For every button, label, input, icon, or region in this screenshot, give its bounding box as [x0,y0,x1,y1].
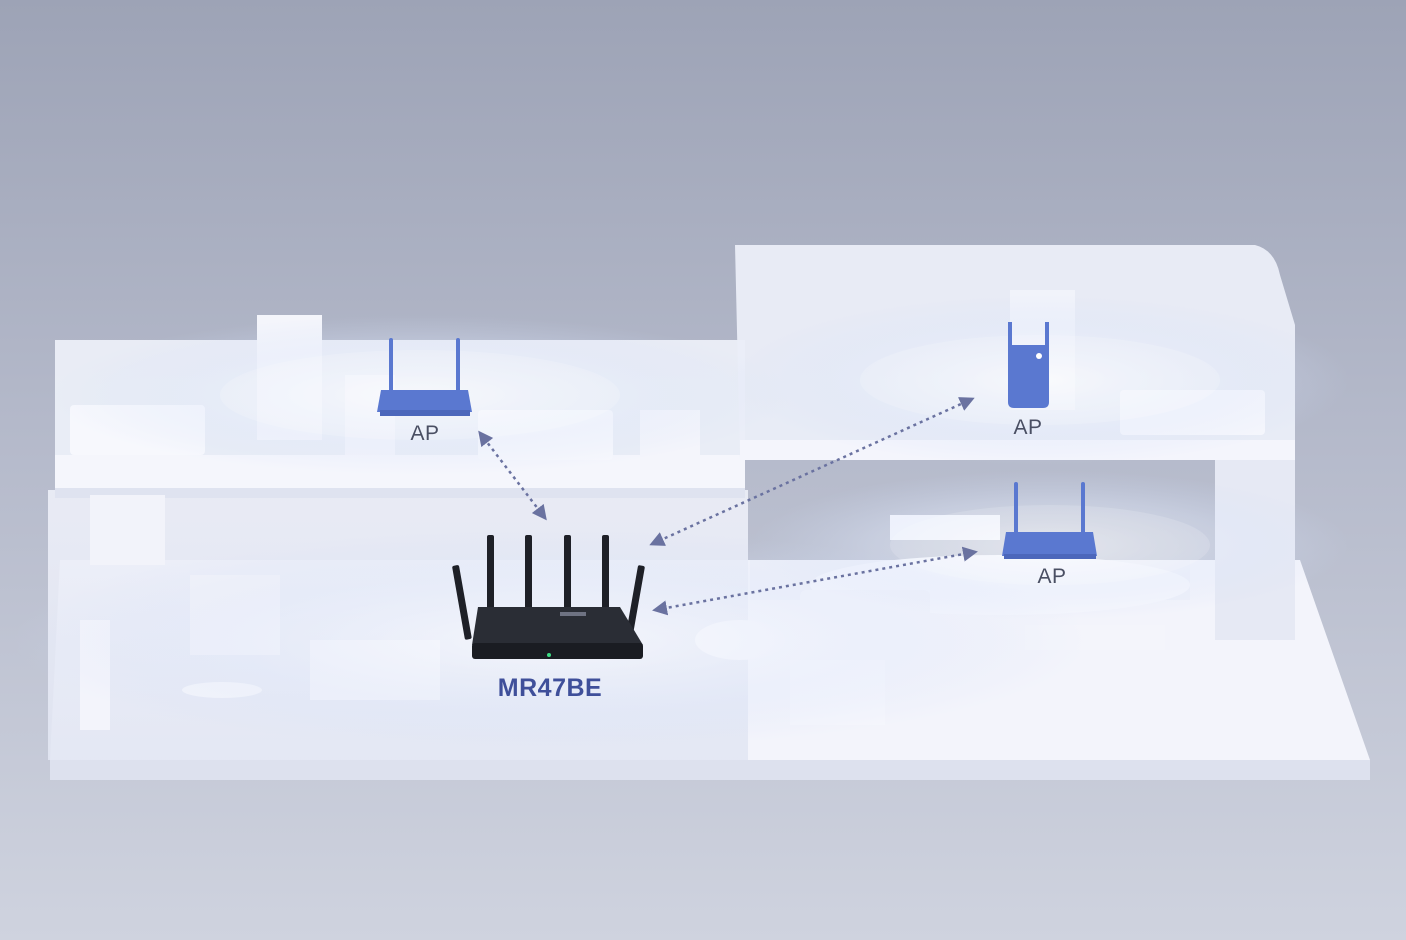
range-extender-icon [1008,322,1049,408]
ap-label-3: AP [1037,565,1067,588]
ap-router-icon-1 [377,338,472,416]
ap-label-2: AP [1013,416,1043,439]
link-router-to-ap2 [649,397,975,546]
main-router-label: MR47BE [497,674,603,702]
main-router-icon [452,535,645,659]
link-router-to-ap3 [652,546,978,616]
network-links [478,397,978,616]
ap-label-1: AP [410,422,440,445]
ap-router-icon-3 [1002,482,1097,559]
